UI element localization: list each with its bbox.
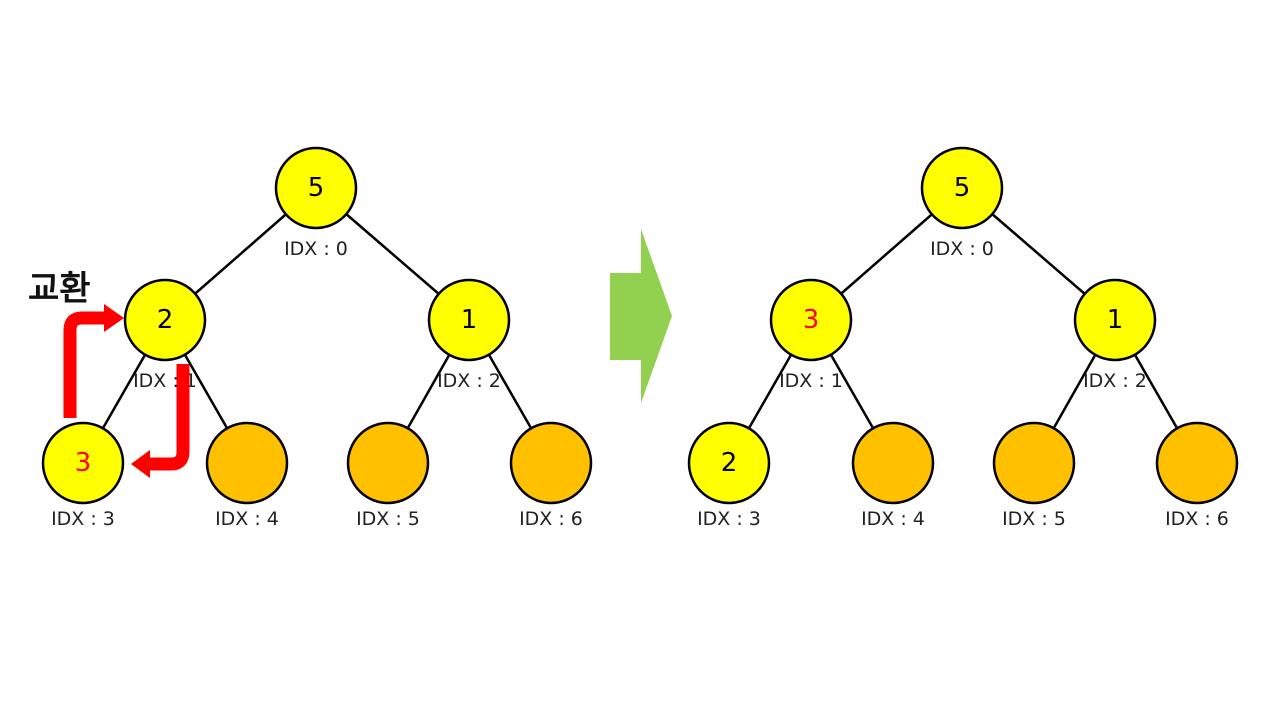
idx-label-before-6: IDX : 6 — [519, 508, 583, 530]
heap-node-before-5: IDX : 5 — [346, 421, 430, 530]
node-value-before-0: 5 — [308, 173, 325, 203]
swap-label: 교환 — [28, 269, 91, 309]
heap-node-after-5: IDX : 5 — [992, 421, 1076, 530]
node-value-before-1: 2 — [157, 305, 174, 335]
node-circle-after-4 — [851, 421, 935, 505]
node-circle-before-2 — [427, 278, 511, 362]
idx-label-before-2: IDX : 2 — [437, 370, 501, 392]
swap-arrows — [63, 304, 190, 478]
idx-label-after-0: IDX : 0 — [930, 238, 994, 260]
node-circle-after-2 — [1073, 278, 1157, 362]
node-value-after-0: 5 — [954, 173, 971, 203]
node-circle-after-6 — [1155, 421, 1239, 505]
swap-arrow-down — [150, 364, 190, 471]
swap-arrow-up — [63, 311, 104, 418]
idx-label-before-0: IDX : 0 — [284, 238, 348, 260]
node-circle-before-0 — [274, 146, 358, 230]
node-circle-before-1 — [123, 278, 207, 362]
node-circle-before-5 — [346, 421, 430, 505]
swap-arrow-up-head — [104, 304, 124, 332]
node-circle-after-1 — [769, 278, 853, 362]
swap-arrow-down-head — [131, 450, 150, 478]
heap-node-before-6: IDX : 6 — [509, 421, 593, 530]
idx-label-after-2: IDX : 2 — [1083, 370, 1147, 392]
node-value-after-1: 3 — [803, 305, 820, 335]
heap-node-before-4: IDX : 4 — [205, 421, 289, 530]
idx-label-after-6: IDX : 6 — [1165, 508, 1229, 530]
idx-label-after-1: IDX : 1 — [779, 370, 843, 392]
idx-label-after-3: IDX : 3 — [697, 508, 761, 530]
node-value-after-3: 2 — [721, 448, 738, 478]
node-value-before-3: 3 — [75, 448, 92, 478]
idx-label-after-5: IDX : 5 — [1002, 508, 1066, 530]
node-value-before-2: 1 — [461, 305, 478, 335]
heap-node-after-4: IDX : 4 — [851, 421, 935, 530]
node-circle-after-0 — [920, 146, 1004, 230]
idx-label-before-4: IDX : 4 — [215, 508, 279, 530]
node-circle-before-3 — [41, 421, 125, 505]
node-circle-after-3 — [687, 421, 771, 505]
node-value-after-2: 1 — [1107, 305, 1124, 335]
idx-label-after-4: IDX : 4 — [861, 508, 925, 530]
node-circle-before-6 — [509, 421, 593, 505]
idx-label-before-5: IDX : 5 — [356, 508, 420, 530]
transition-arrow — [610, 229, 672, 403]
heap-node-after-6: IDX : 6 — [1155, 421, 1239, 530]
idx-label-before-3: IDX : 3 — [51, 508, 115, 530]
node-circle-before-4 — [205, 421, 289, 505]
node-circle-after-5 — [992, 421, 1076, 505]
